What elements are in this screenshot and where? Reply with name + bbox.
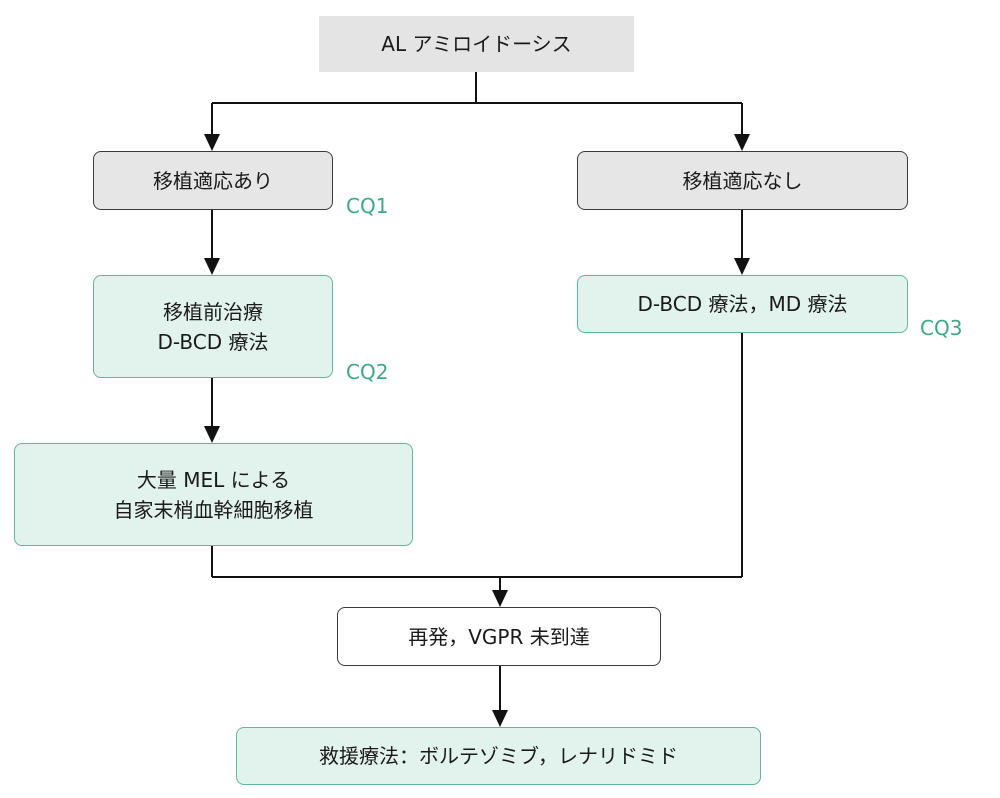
ineligible-label: 移植適応なし	[682, 168, 803, 193]
root-label: AL アミロイドーシス	[381, 32, 572, 56]
transplant-line1: 大量 MEL による	[136, 467, 291, 492]
transplant-node: 大量 MEL による 自家末梢血幹細胞移植	[14, 443, 413, 546]
pretransplant-line1: 移植前治療	[163, 299, 263, 324]
root-node: AL アミロイドーシス	[319, 16, 634, 72]
arrowhead-ineligible	[734, 134, 750, 151]
arrowhead-salvage	[492, 710, 508, 727]
cq2-label: CQ2	[346, 360, 389, 384]
arrowhead-transplant	[204, 426, 220, 443]
transplant-line2: 自家末梢血幹細胞移植	[113, 497, 314, 522]
therapy-label: D-BCD 療法，MD 療法	[637, 292, 848, 316]
cq1-label: CQ1	[346, 194, 389, 218]
eligible-node: 移植適応あり	[93, 151, 333, 210]
therapy-node: D-BCD 療法，MD 療法	[577, 275, 908, 333]
arrowhead-pretransplant	[204, 258, 220, 275]
ineligible-node: 移植適応なし	[577, 151, 908, 210]
arrowhead-eligible	[204, 134, 220, 151]
arrowhead-relapse	[492, 590, 508, 607]
cq3-label: CQ3	[920, 316, 963, 340]
relapse-label: 再発，VGPR 未到達	[408, 624, 590, 649]
arrowhead-therapy	[734, 258, 750, 275]
pretransplant-line2: D-BCD 療法	[157, 329, 269, 354]
eligible-label: 移植適応あり	[153, 168, 273, 193]
salvage-node: 救援療法：ボルテゾミブ，レナリドミド	[236, 727, 761, 785]
pretransplant-node: 移植前治療 D-BCD 療法	[93, 275, 333, 378]
relapse-node: 再発，VGPR 未到達	[337, 607, 661, 666]
salvage-label: 救援療法：ボルテゾミブ，レナリドミド	[319, 744, 678, 768]
